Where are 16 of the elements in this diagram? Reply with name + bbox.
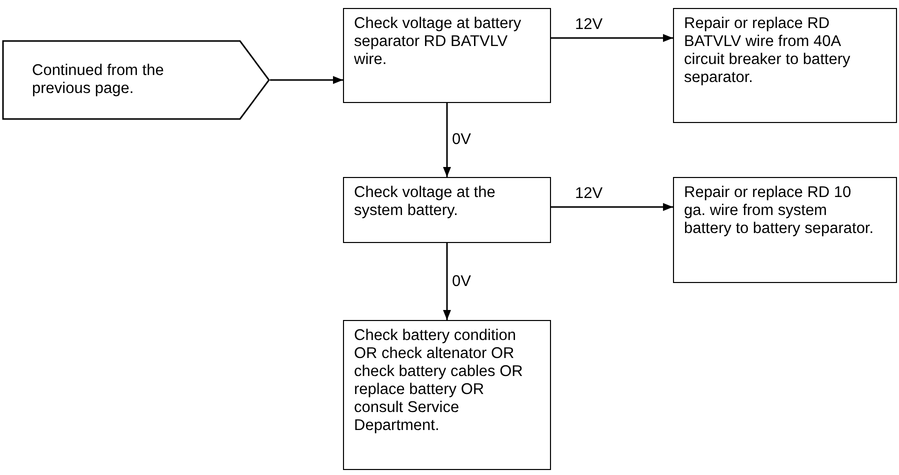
arrow bbox=[551, 203, 673, 211]
arrow bbox=[443, 243, 451, 320]
process-box bbox=[673, 177, 897, 283]
process-box bbox=[343, 8, 551, 103]
process-box bbox=[343, 177, 551, 243]
step-text: Check voltage at battery separator RD BATVLV wire. bbox=[354, 15, 522, 69]
arrow bbox=[551, 34, 673, 42]
step-text: Check battery condition OR check altenator OR check battery cables OR replace battery OR consult Service Department. bbox=[354, 327, 524, 435]
step-text: Repair or replace RD BATVLV wire from 40A circuit breaker to battery separator. bbox=[684, 15, 852, 87]
process-box bbox=[673, 8, 897, 123]
arrow bbox=[443, 103, 451, 177]
step-text: Repair or replace RD 10 ga. wire from system battery to battery separator. bbox=[684, 184, 874, 238]
step-text: Continued from the previous page. bbox=[32, 62, 165, 98]
arrow bbox=[270, 76, 343, 84]
step-text: Check voltage at the system battery. bbox=[354, 184, 496, 220]
process-box bbox=[343, 320, 551, 470]
